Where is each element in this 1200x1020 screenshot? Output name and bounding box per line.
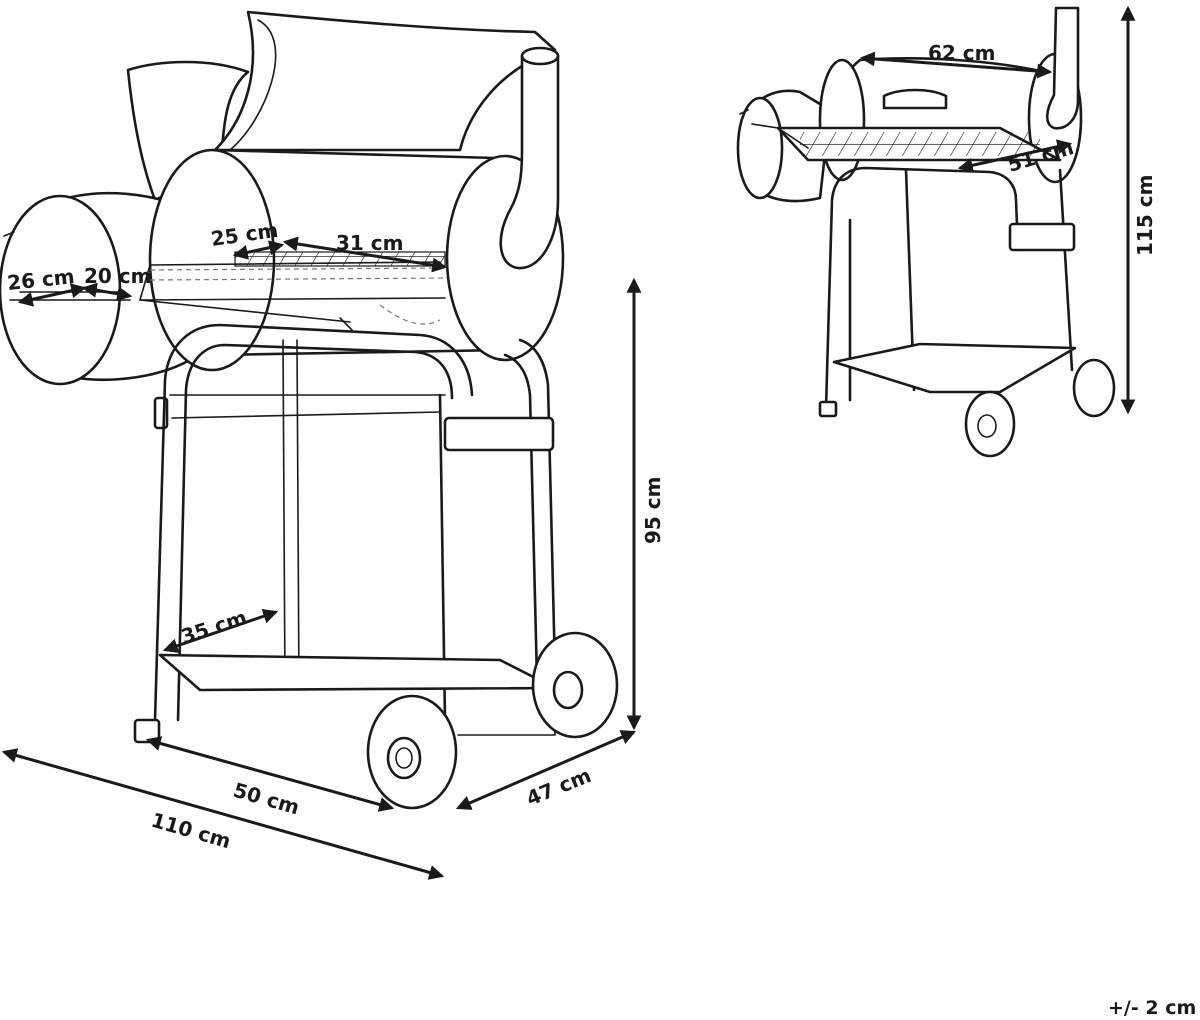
label-bottom-shelf-depth: 35 cm [178, 605, 250, 649]
label-frame-width: 50 cm [231, 778, 303, 820]
label-side-grill-width: 20 cm [84, 264, 152, 288]
small-bbq-illustration [736, 5, 1136, 458]
dimension-arrows-large [1, 236, 642, 880]
label-working-height: 95 cm [641, 477, 665, 545]
bottom-shelf [158, 653, 557, 736]
label-total-depth: 47 cm [523, 763, 595, 811]
label-primary-grill-width: 31 cm [336, 231, 404, 255]
label-lid-width: 62 cm [928, 41, 996, 65]
large-bbq-illustration [0, 10, 642, 880]
label-tolerance: +/- 2 cm [1108, 997, 1196, 1019]
label-total-height: 115 cm [1133, 175, 1157, 256]
frame [133, 323, 557, 744]
chimney [499, 46, 560, 270]
